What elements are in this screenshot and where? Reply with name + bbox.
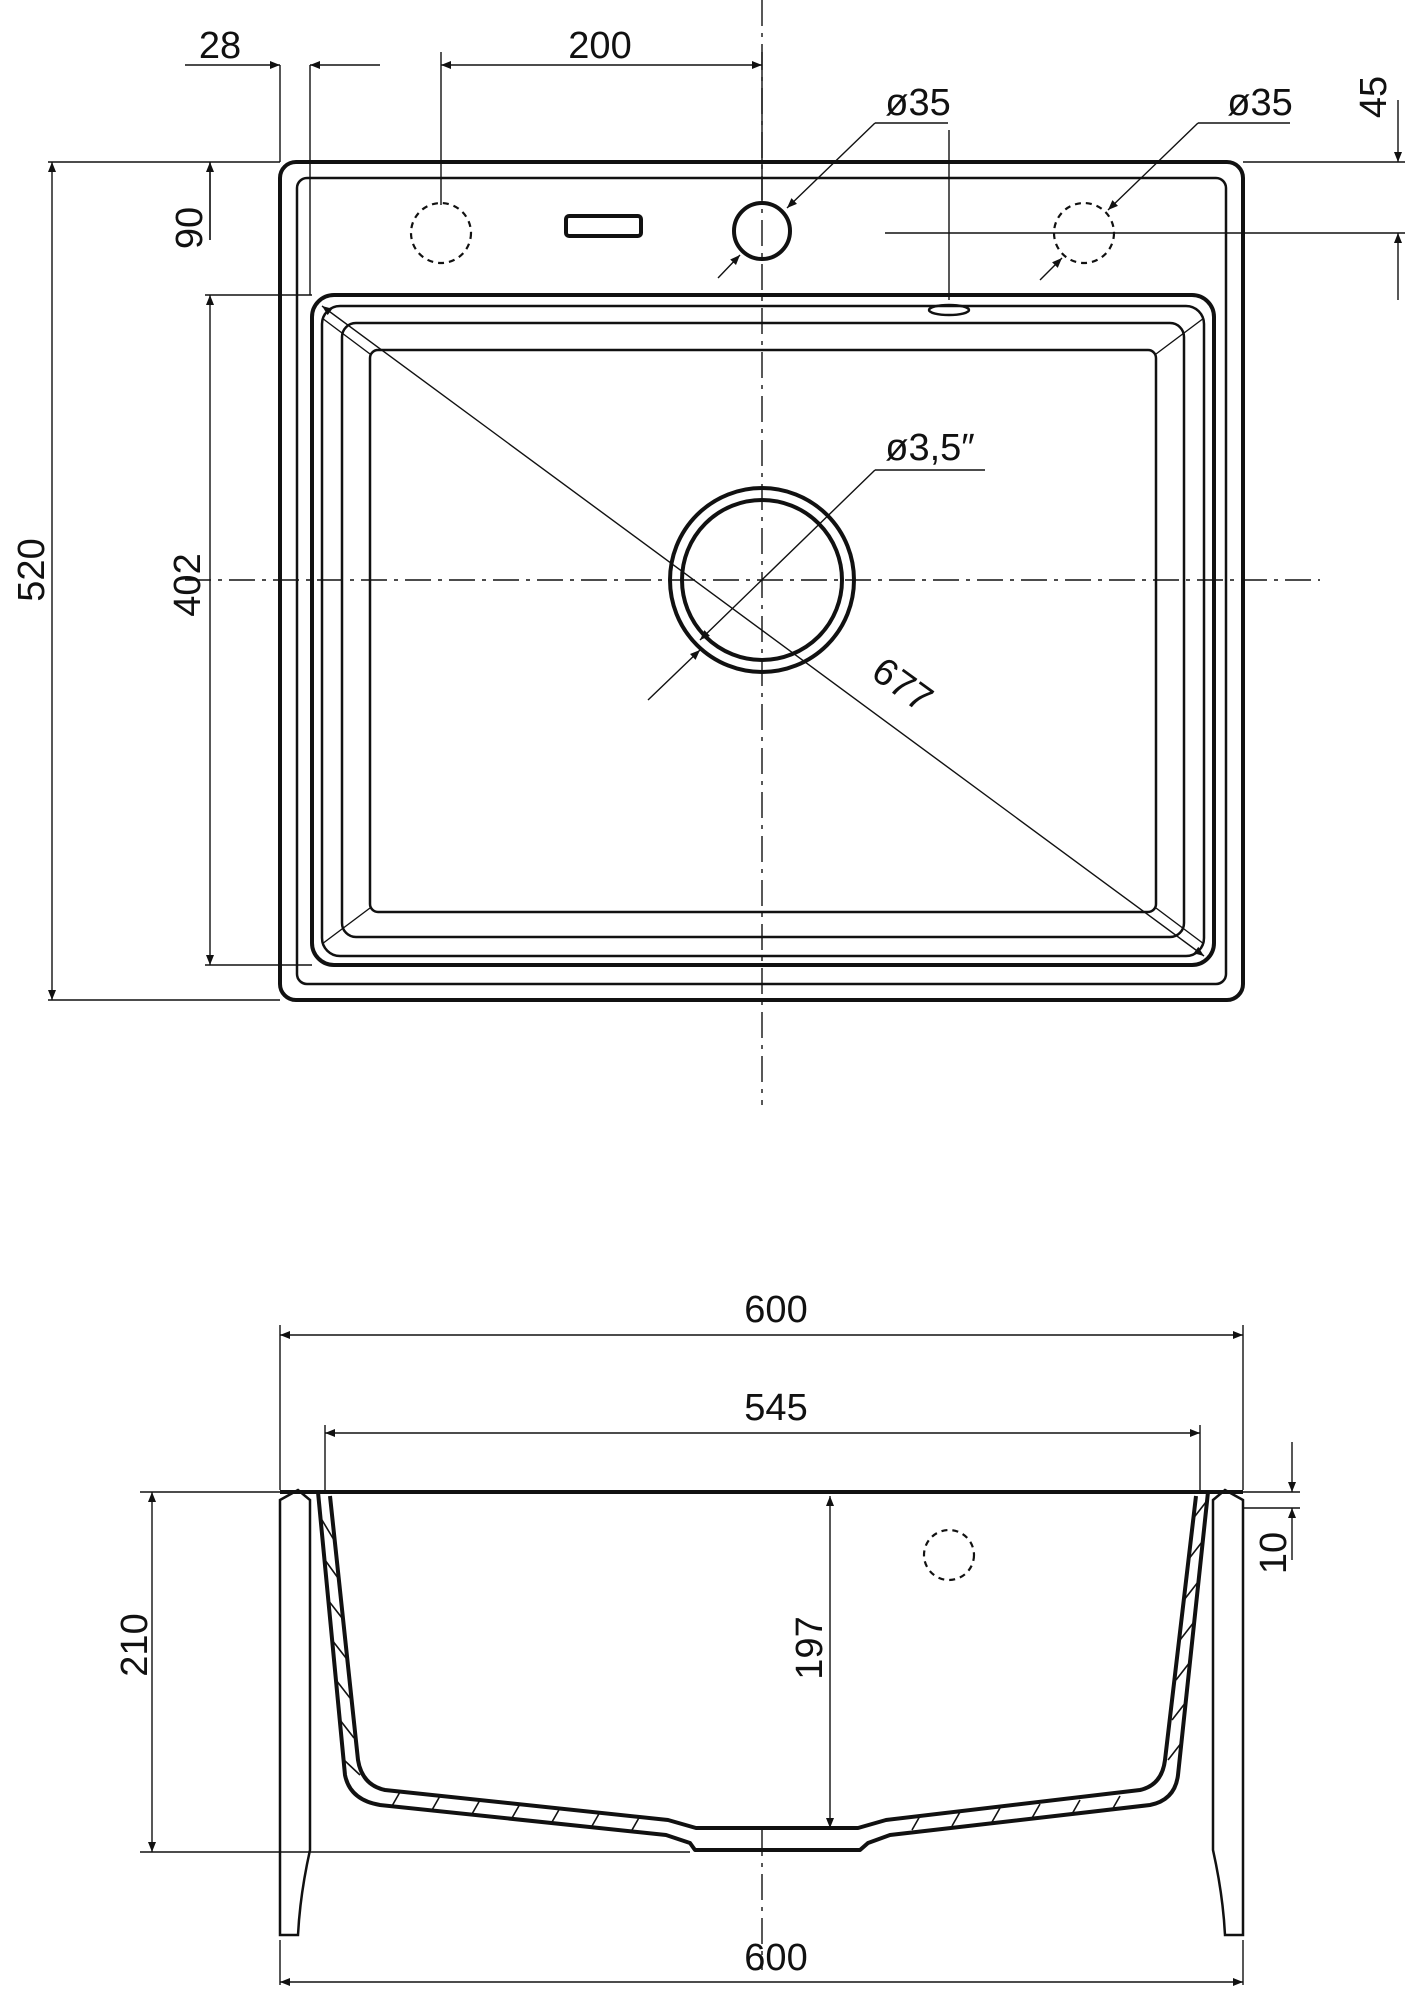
tap-hole-left-optional [409,201,473,265]
bowl-wall-inner [328,1495,1198,1830]
dim-overall-depth: 520 [11,538,53,601]
dim-top-width: 600 [744,1289,807,1331]
dim-overall-height: 210 [114,1613,156,1676]
dim-bottom-width: 600 [744,1937,807,1979]
overflow-hole-side [922,1528,976,1582]
bowl-inner-top [340,321,1186,939]
bowl-wall-outer [316,1491,1210,1852]
bowl-corner-bevel [321,907,371,945]
side-view [140,1325,1300,1986]
dim-edge-offset: 28 [199,25,241,67]
dim-rim-thickness: 10 [1253,1532,1295,1574]
dim-drain-diameter: ø3,5″ [885,427,975,469]
outer-wall-right [1211,1488,1245,1937]
tap-hole-center [732,201,792,261]
dim-hole-spacing: 200 [568,25,631,67]
dim-bowl-height: 197 [789,1616,831,1679]
dim-bowl-width: 545 [744,1387,807,1429]
dim-right-offset: 45 [1353,76,1395,118]
dim-bowl-depth: 402 [167,553,209,616]
overflow-slot [564,214,643,238]
bowl-outer-rim [310,293,1216,967]
dim-diagonal: 677 [864,650,940,721]
dim-hole-diameter-left: ø35 [885,82,950,124]
bowl-section-hatching [321,1501,1207,1831]
dim-hole-diameter-right: ø35 [1227,82,1292,124]
top-view [48,0,1405,1105]
outer-wall-left [278,1488,312,1937]
dim-top-offset: 90 [169,207,211,249]
